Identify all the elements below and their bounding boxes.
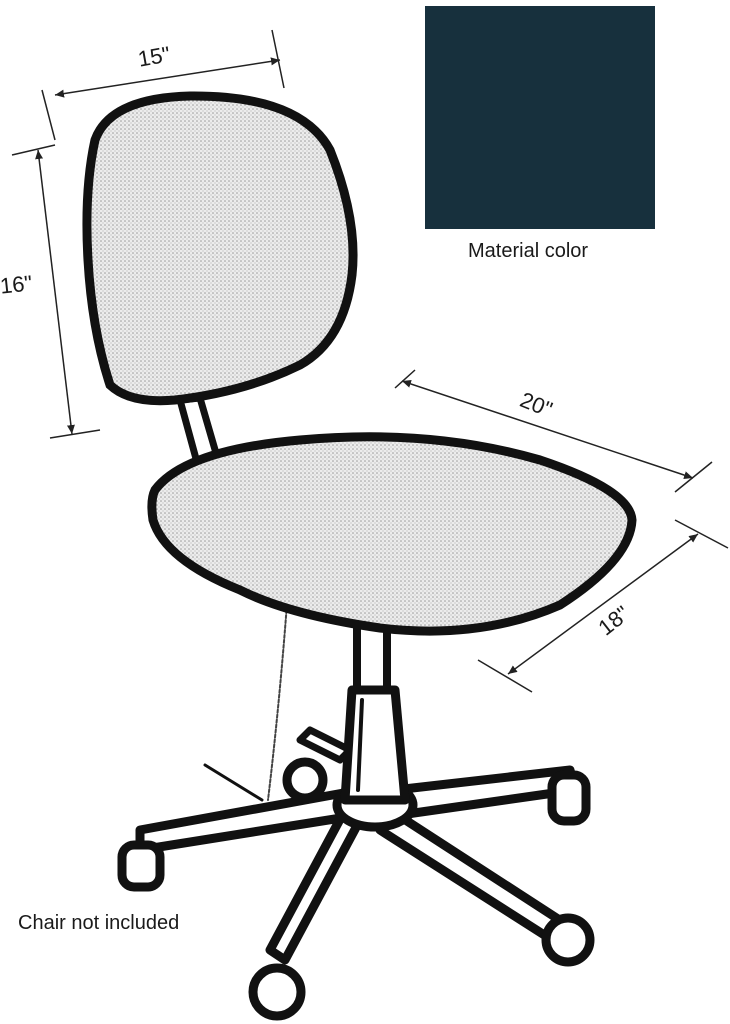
backrest-cover <box>82 91 358 406</box>
backrest-height-label: 16" <box>0 270 34 299</box>
seat-cover <box>147 432 637 636</box>
dimension-depth-seat <box>394 369 713 493</box>
dimension-height-backrest <box>11 144 101 439</box>
dimension-width-seat <box>477 519 729 693</box>
chair-not-included-note: Chair not included <box>18 912 180 934</box>
material-color-swatch <box>425 6 655 229</box>
dimension-width-backrest <box>41 29 285 141</box>
backrest-width-label: 15" <box>135 41 173 72</box>
chair-base <box>117 589 595 1021</box>
material-color-caption: Material color <box>468 240 589 262</box>
